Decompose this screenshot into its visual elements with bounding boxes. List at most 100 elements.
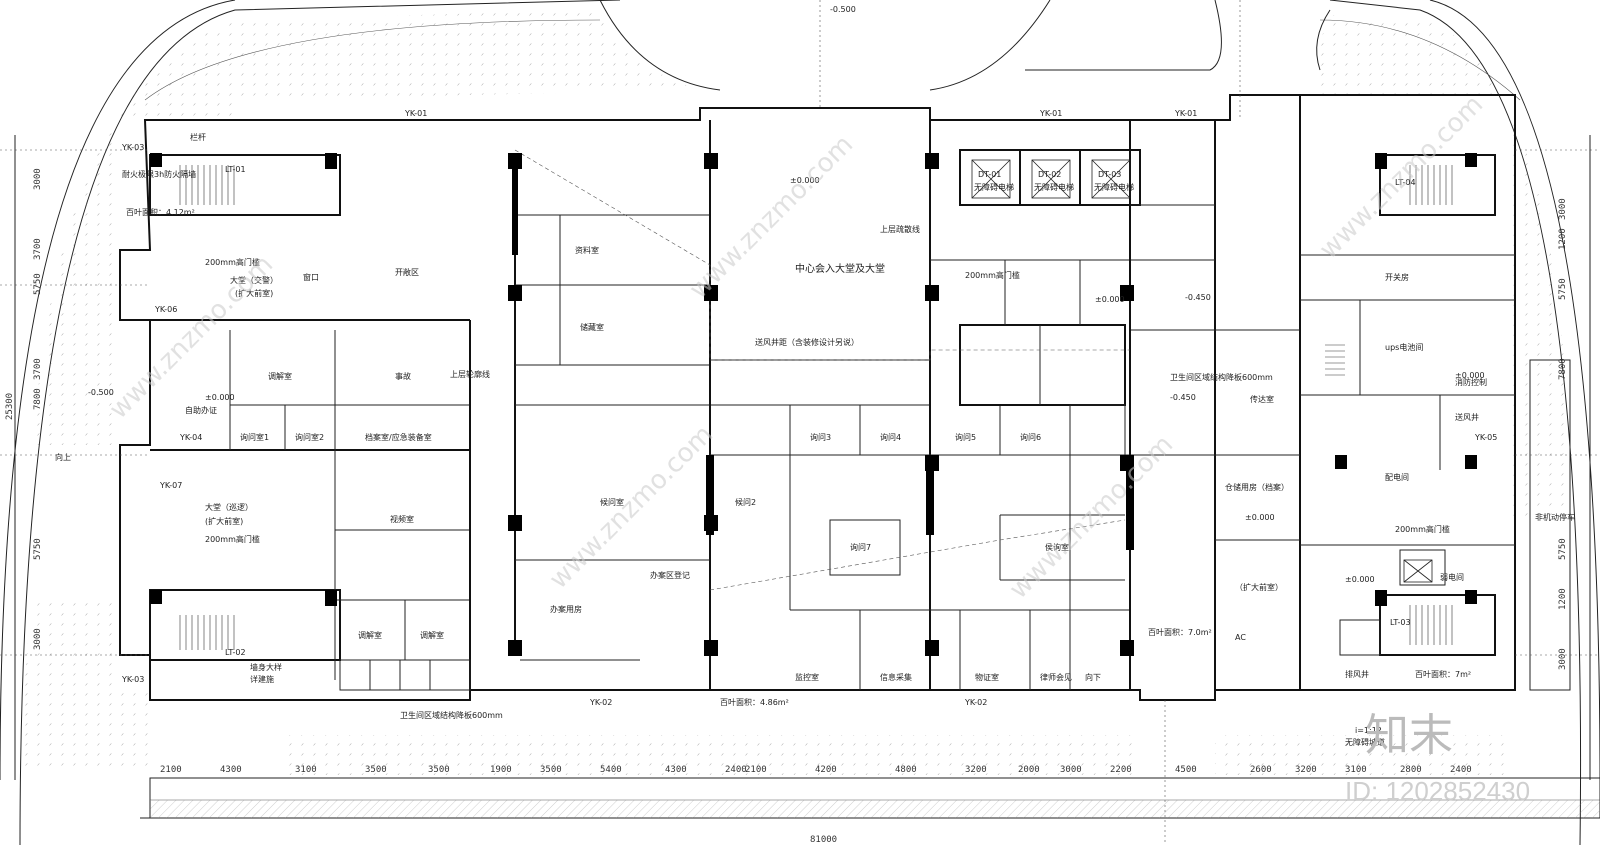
svg-text:4500: 4500 bbox=[1175, 765, 1197, 775]
elevator-dt01-sub: 无障碍电梯 bbox=[974, 182, 1014, 192]
svg-text:4800: 4800 bbox=[895, 765, 917, 775]
room-electric: 弱电间 bbox=[1440, 572, 1464, 582]
watermark-text: www.znzmo.com bbox=[104, 250, 279, 425]
note-louver: 百叶面积：4.86m² bbox=[720, 697, 789, 707]
grass-areas bbox=[20, 10, 1600, 818]
interior-walls bbox=[149, 95, 1515, 691]
note-down: 向下 bbox=[1085, 672, 1101, 682]
room-waiting-2: 候问2 bbox=[735, 498, 756, 507]
room-office: 办案用房 bbox=[550, 604, 582, 614]
room-office-reg: 办案区登记 bbox=[650, 570, 690, 580]
stair-lt02: LT-02 bbox=[225, 648, 246, 657]
wall-tag: YK-01 bbox=[404, 109, 427, 118]
note-wall-detail: 墙身大样 bbox=[250, 662, 282, 672]
elevator-labels: DT-01 无障碍电梯 DT-02 无障碍电梯 DT-03 无障碍电梯 bbox=[974, 170, 1134, 192]
room-evidence: 物证室 bbox=[975, 672, 999, 682]
room-hall-patrol: 大堂（巡逻） bbox=[205, 502, 253, 512]
svg-text:3200: 3200 bbox=[965, 765, 987, 775]
room-file: 档案室/应急装备室 bbox=[365, 432, 432, 442]
room-mediation-2: 调解室 bbox=[358, 630, 382, 640]
room-waiting: 候问室 bbox=[600, 497, 624, 507]
room-inquiry-1: 询问室1 bbox=[240, 432, 269, 442]
svg-text:3100: 3100 bbox=[295, 765, 317, 775]
svg-text:5750: 5750 bbox=[33, 273, 43, 295]
room-inquiry-5: 询问5 bbox=[955, 432, 976, 442]
elevator-dt02: DT-02 bbox=[1038, 170, 1061, 179]
room-reception: 传达室 bbox=[1250, 394, 1274, 404]
room-central-lobby: 中心会入大堂及大堂 bbox=[795, 262, 885, 275]
stair-lt04: LT-04 bbox=[1395, 178, 1416, 187]
watermark-text: www.znzmo.com bbox=[544, 420, 719, 595]
level-mark: -0.450 bbox=[1170, 393, 1196, 402]
elevator-dt02-sub: 无障碍电梯 bbox=[1034, 182, 1074, 192]
svg-text:2200: 2200 bbox=[1110, 765, 1132, 775]
wall-tag: YK-05 bbox=[1474, 433, 1497, 442]
elevator-dt03: DT-03 bbox=[1098, 170, 1121, 179]
stairs bbox=[179, 165, 1453, 650]
outer-walls bbox=[119, 94, 1571, 701]
svg-text:2400: 2400 bbox=[1450, 765, 1472, 775]
room-inquiry-4: 询问4 bbox=[880, 432, 901, 442]
wall-tags: YK-01 YK-01 YK-01 YK-02 YK-02 YK-03 YK-0… bbox=[121, 109, 1497, 707]
svg-text:2600: 2600 bbox=[1250, 765, 1272, 775]
svg-text:3500: 3500 bbox=[540, 765, 562, 775]
svg-text:2100: 2100 bbox=[745, 765, 767, 775]
room-storage-r: 仓储用房（档案） bbox=[1225, 482, 1289, 492]
level-mark: -0.500 bbox=[88, 388, 114, 397]
note-door-threshold: 200mm高门槛 bbox=[965, 270, 1020, 280]
room-substation: 配电间 bbox=[1385, 472, 1409, 482]
note-fire-separation: 耐火极限3h防火隔墙 bbox=[122, 169, 196, 179]
room-info-collect: 信息采集 bbox=[880, 672, 912, 682]
svg-text:3000: 3000 bbox=[33, 628, 43, 650]
wall-tag: YK-01 bbox=[1174, 109, 1197, 118]
stair-labels: LT-01 LT-02 LT-03 LT-04 bbox=[225, 165, 1416, 657]
svg-text:2800: 2800 bbox=[1400, 765, 1422, 775]
left-total-dimension: 25300 bbox=[5, 393, 15, 420]
svg-text:3500: 3500 bbox=[428, 765, 450, 775]
svg-text:4200: 4200 bbox=[815, 765, 837, 775]
level-mark: -0.500 bbox=[830, 5, 856, 14]
room-freight-hall-sub: (扩大前室) bbox=[235, 288, 273, 298]
note-nonmotor: 非机动停车 bbox=[1535, 512, 1575, 522]
room-inquiry-2: 询问室2 bbox=[295, 432, 324, 442]
svg-text:5750: 5750 bbox=[1558, 538, 1568, 560]
room-storage: 储藏室 bbox=[580, 322, 604, 332]
level-mark: ±0.000 bbox=[205, 393, 235, 402]
note-window: 窗口 bbox=[303, 272, 319, 282]
level-mark: ±0.000 bbox=[790, 176, 820, 185]
stair-lt01: LT-01 bbox=[225, 165, 246, 174]
note-ramp: 无障碍坡道 bbox=[1345, 737, 1385, 747]
svg-text:3700: 3700 bbox=[33, 238, 43, 260]
svg-text:1200: 1200 bbox=[1558, 588, 1568, 610]
svg-text:2000: 2000 bbox=[1018, 765, 1040, 775]
level-mark: ±0.000 bbox=[1455, 371, 1485, 380]
svg-text:3000: 3000 bbox=[33, 168, 43, 190]
note-toilet: 卫生间区域结构降板600mm bbox=[1170, 372, 1273, 382]
room-mediation: 调解室 bbox=[268, 371, 292, 381]
wall-tag: YK-02 bbox=[589, 698, 612, 707]
watermark-text: www.znzmo.com bbox=[1004, 430, 1179, 605]
svg-text:3000: 3000 bbox=[1558, 648, 1568, 670]
room-self-service: 自助办证 bbox=[185, 405, 217, 415]
svg-text:3700: 3700 bbox=[33, 358, 43, 380]
svg-text:2100: 2100 bbox=[160, 765, 182, 775]
svg-text:3100: 3100 bbox=[1345, 765, 1367, 775]
room-ups: ups电池间 bbox=[1385, 342, 1423, 352]
svg-text:1200: 1200 bbox=[1558, 228, 1568, 250]
room-hall-patrol-sub: (扩大前室) bbox=[205, 516, 243, 526]
note-louver: 百叶面积：4.12m² bbox=[126, 207, 195, 217]
room-labels: 中心会入大堂及大堂 开敞区 资料室 储藏室 大堂（交警） (扩大前室) 自助办证… bbox=[185, 224, 1487, 720]
level-mark: ±0.000 bbox=[1345, 575, 1375, 584]
structural-columns bbox=[150, 153, 1477, 656]
watermark: www.znzmo.com www.znzmo.com www.znzmo.co… bbox=[104, 90, 1530, 806]
wall-tag: YK-04 bbox=[179, 433, 202, 442]
room-switch: 开关房 bbox=[1385, 272, 1409, 282]
svg-text:7800: 7800 bbox=[33, 388, 43, 410]
svg-text:3200: 3200 bbox=[1295, 765, 1317, 775]
svg-text:7800: 7800 bbox=[1558, 358, 1568, 380]
elevator-dt03-sub: 无障碍电梯 bbox=[1094, 182, 1134, 192]
svg-text:2400: 2400 bbox=[725, 765, 747, 775]
room-inquiry-3: 询问3 bbox=[810, 432, 831, 442]
